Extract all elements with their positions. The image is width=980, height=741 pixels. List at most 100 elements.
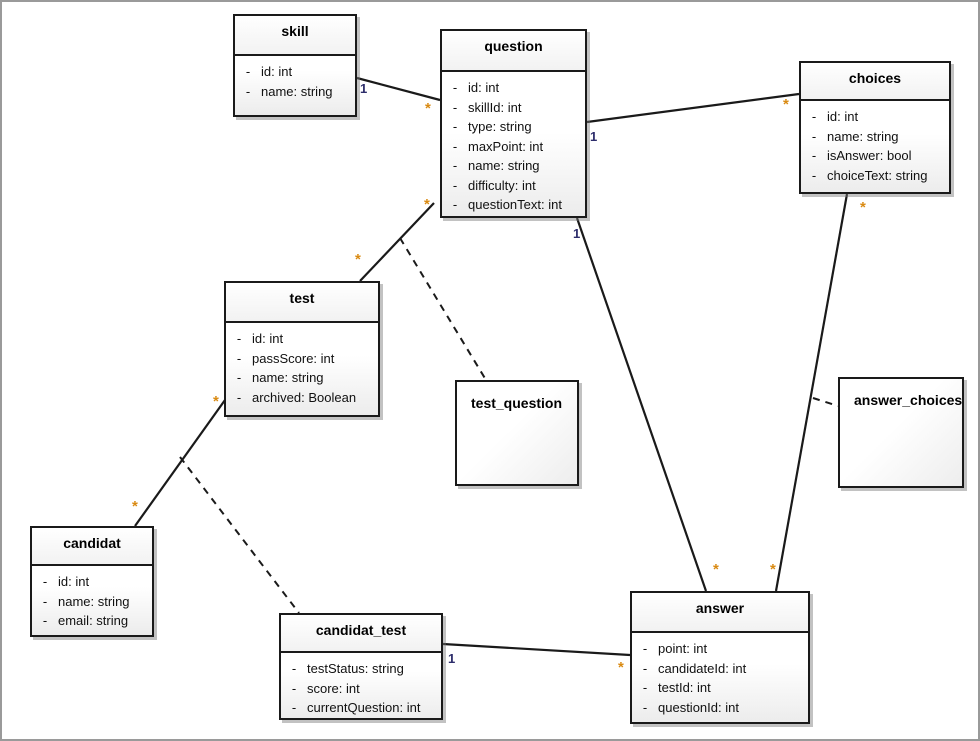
visibility-private-icon: - xyxy=(236,350,242,366)
class-box-skill[interactable]: skill-id: int-name: string xyxy=(233,14,357,117)
attribute-list-answer: -point: int-candidateId: int-testId: int… xyxy=(632,633,808,723)
visibility-private-icon: - xyxy=(291,680,297,696)
attribute-label: difficulty: int xyxy=(468,177,536,193)
multiplicity-question-end-test: * xyxy=(424,196,430,213)
attribute-label: isAnswer: bool xyxy=(827,148,912,163)
visibility-private-icon: - xyxy=(236,370,242,385)
visibility-private-icon: - xyxy=(452,99,458,115)
class-name-candidat: candidat xyxy=(32,528,152,566)
association-choices-answer[interactable] xyxy=(774,193,849,592)
attribute-list-test: -id: int-passScore: int-name: string-arc… xyxy=(226,323,378,413)
visibility-private-icon: - xyxy=(642,660,648,676)
attribute-label: testStatus: string xyxy=(307,661,404,676)
attribute-label: type: string xyxy=(468,119,532,134)
class-box-question[interactable]: question-id: int-skillId: int-type: stri… xyxy=(440,29,587,218)
attribute-list-skill: -id: int-name: string xyxy=(235,56,355,107)
class-name-test: test xyxy=(226,283,378,323)
attribute-row: -score: int xyxy=(281,679,437,699)
multiplicity-candidat_test-end-answer: 1 xyxy=(448,651,456,666)
visibility-private-icon: - xyxy=(642,641,648,656)
multiplicity-question-end-skill: * xyxy=(425,100,431,117)
attribute-label: name: string xyxy=(261,83,333,99)
attribute-row: -candidateId: int xyxy=(632,659,804,679)
attribute-list-question: -id: int-skillId: int-type: string-maxPo… xyxy=(442,72,585,221)
visibility-private-icon: - xyxy=(291,661,297,676)
attribute-row: -name: string xyxy=(32,592,148,612)
attribute-label: passScore: int xyxy=(252,350,335,366)
attribute-row: -point: int xyxy=(632,639,804,659)
class-box-candidat[interactable]: candidat-id: int-name: string-email: str… xyxy=(30,526,154,637)
multiplicity-question-end-answer: 1 xyxy=(573,226,581,241)
attribute-row: -email: string xyxy=(32,611,148,631)
attribute-row: -name: string xyxy=(442,156,581,176)
attribute-label: currentQuestion: int xyxy=(307,700,421,715)
visibility-private-icon: - xyxy=(236,389,242,405)
attribute-row: -skillId: int xyxy=(442,98,581,118)
visibility-private-icon: - xyxy=(642,680,648,695)
multiplicity-test-end-question: * xyxy=(355,251,361,268)
class-name-answer_choices: answer_choices xyxy=(854,392,963,408)
class-box-answer[interactable]: answer-point: int-candidateId: int-testI… xyxy=(630,591,810,724)
attribute-row: -maxPoint: int xyxy=(442,137,581,157)
attribute-label: name: string xyxy=(252,370,324,385)
multiplicity-skill-end: 1 xyxy=(360,81,368,96)
association-link-test_question[interactable] xyxy=(399,237,487,381)
association-question-choices[interactable] xyxy=(586,92,800,124)
class-box-test_question[interactable]: test_question xyxy=(455,380,579,486)
attribute-row: -passScore: int xyxy=(226,349,374,369)
attribute-label: skillId: int xyxy=(468,99,522,115)
attribute-label: id: int xyxy=(58,574,90,589)
visibility-private-icon: - xyxy=(642,699,648,715)
multiplicity-question-end-choices: 1 xyxy=(590,129,598,144)
attribute-label: name: string xyxy=(827,128,899,144)
visibility-private-icon: - xyxy=(811,148,817,163)
attribute-row: -questionText: int xyxy=(442,195,581,215)
visibility-private-icon: - xyxy=(452,119,458,134)
attribute-row: -name: string xyxy=(801,127,945,147)
attribute-label: id: int xyxy=(261,64,293,79)
association-link-answer_choices[interactable] xyxy=(812,397,839,407)
attribute-label: questionId: int xyxy=(658,699,739,715)
attribute-row: -name: string xyxy=(235,82,351,102)
visibility-private-icon: - xyxy=(236,331,242,346)
attribute-label: score: int xyxy=(307,680,360,696)
attribute-label: maxPoint: int xyxy=(468,138,544,154)
attribute-row: -name: string xyxy=(226,368,374,388)
attribute-list-choices: -id: int-name: string-isAnswer: bool-cho… xyxy=(801,101,949,191)
visibility-private-icon: - xyxy=(811,167,817,183)
association-test-candidat[interactable] xyxy=(134,399,226,527)
class-name-skill: skill xyxy=(235,16,355,56)
class-name-test_question: test_question xyxy=(471,395,563,411)
visibility-private-icon: - xyxy=(452,197,458,212)
attribute-label: name: string xyxy=(58,593,130,609)
attribute-list-candidat_test: -testStatus: string-score: int-currentQu… xyxy=(281,653,441,724)
association-candidat_test-answer[interactable] xyxy=(442,642,631,657)
visibility-private-icon: - xyxy=(42,593,48,609)
attribute-row: -choiceText: string xyxy=(801,166,945,186)
attribute-label: id: int xyxy=(827,109,859,124)
attribute-label: id: int xyxy=(252,331,284,346)
attribute-label: testId: int xyxy=(658,680,711,695)
attribute-row: -id: int xyxy=(32,572,148,592)
class-box-choices[interactable]: choices-id: int-name: string-isAnswer: b… xyxy=(799,61,951,194)
attribute-row: -testStatus: string xyxy=(281,659,437,679)
visibility-private-icon: - xyxy=(811,128,817,144)
attribute-row: -id: int xyxy=(442,78,581,98)
class-box-answer_choices[interactable]: answer_choices xyxy=(838,377,964,488)
association-skill-question[interactable] xyxy=(356,76,441,102)
class-name-choices: choices xyxy=(801,63,949,101)
attribute-label: email: string xyxy=(58,613,129,628)
association-link-candidat_test[interactable] xyxy=(179,456,300,614)
attribute-row: -id: int xyxy=(235,62,351,82)
association-question-test[interactable] xyxy=(359,202,435,282)
attribute-label: candidateId: int xyxy=(658,660,747,676)
class-name-question: question xyxy=(442,31,585,72)
class-box-candidat_test[interactable]: candidat_test-testStatus: string-score: … xyxy=(279,613,443,720)
class-box-test[interactable]: test-id: int-passScore: int-name: string… xyxy=(224,281,380,417)
attribute-row: -testId: int xyxy=(632,678,804,698)
multiplicity-choices-end-question: * xyxy=(783,96,789,113)
attribute-label: questionText: int xyxy=(468,197,562,212)
visibility-private-icon: - xyxy=(452,138,458,154)
association-question-answer[interactable] xyxy=(575,217,708,592)
